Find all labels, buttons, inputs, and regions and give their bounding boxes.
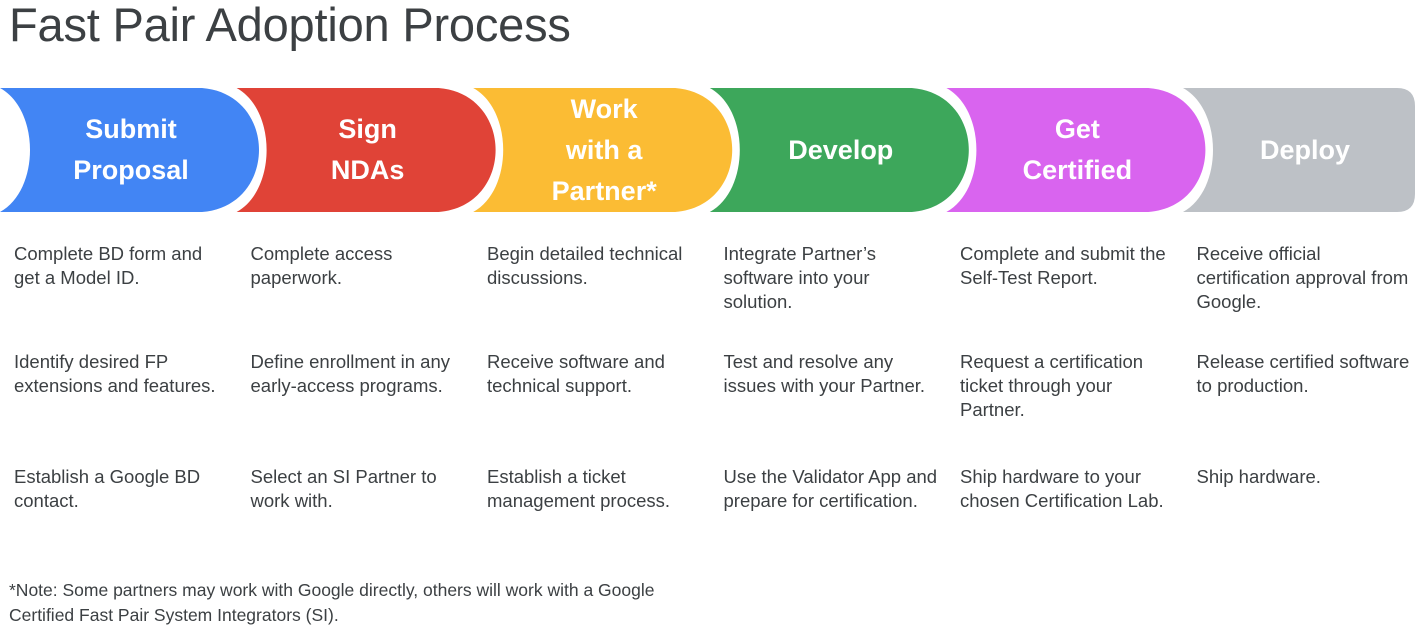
chevron-step-1[interactable] [0,88,259,212]
page-title: Fast Pair Adoption Process [9,0,571,51]
step-detail-item: Integrate Partner’s software into your s… [723,243,877,312]
step-detail-item: Test and resolve any issues with your Pa… [723,351,926,396]
chevron-step-5[interactable] [946,88,1206,212]
step-detail-item: Ship hardware to your chosen Certificati… [960,466,1164,511]
step-detail-item: Begin detailed technical discussions. [487,243,683,288]
step-detail-item: Establish a Google BD contact. [14,466,201,511]
chevron-step-3[interactable] [473,88,733,212]
step-detail-item: Receive software and technical support. [487,351,665,396]
step-detail-item: Ship hardware. [1196,466,1321,487]
step-detail-item: Complete BD form and get a Model ID. [14,243,203,288]
step-detail-item: Define enrollment in any early-access pr… [250,351,451,396]
chevron-step-6[interactable] [1183,88,1415,212]
step-detail-columns: Complete BD form and get a Model ID. Iden… [0,240,1423,560]
process-chevron-band [0,88,1423,212]
footnote: *Note: Some partners may work with Googl… [9,580,655,625]
step-detail-item: Receive official certification approval … [1196,243,1409,312]
step-detail-item: Complete and submit the Self-Test Report… [960,243,1166,288]
step-detail-item: Request a certification ticket through y… [960,351,1144,420]
step-detail-item: Use the Validator App and prepare for ce… [723,466,938,511]
step-detail-item: Establish a ticket management process. [487,466,671,511]
step-detail-item: Select an SI Partner to work with. [250,466,437,511]
step-detail-item: Identify desired FP extensions and featu… [14,351,216,396]
step-detail-item: Release certified software to production… [1196,351,1410,396]
chevron-shapes [0,88,1415,212]
step-detail-item: Complete access paperwork. [250,243,393,288]
chevron-step-4[interactable] [709,88,969,212]
chevron-step-2[interactable] [236,88,496,212]
